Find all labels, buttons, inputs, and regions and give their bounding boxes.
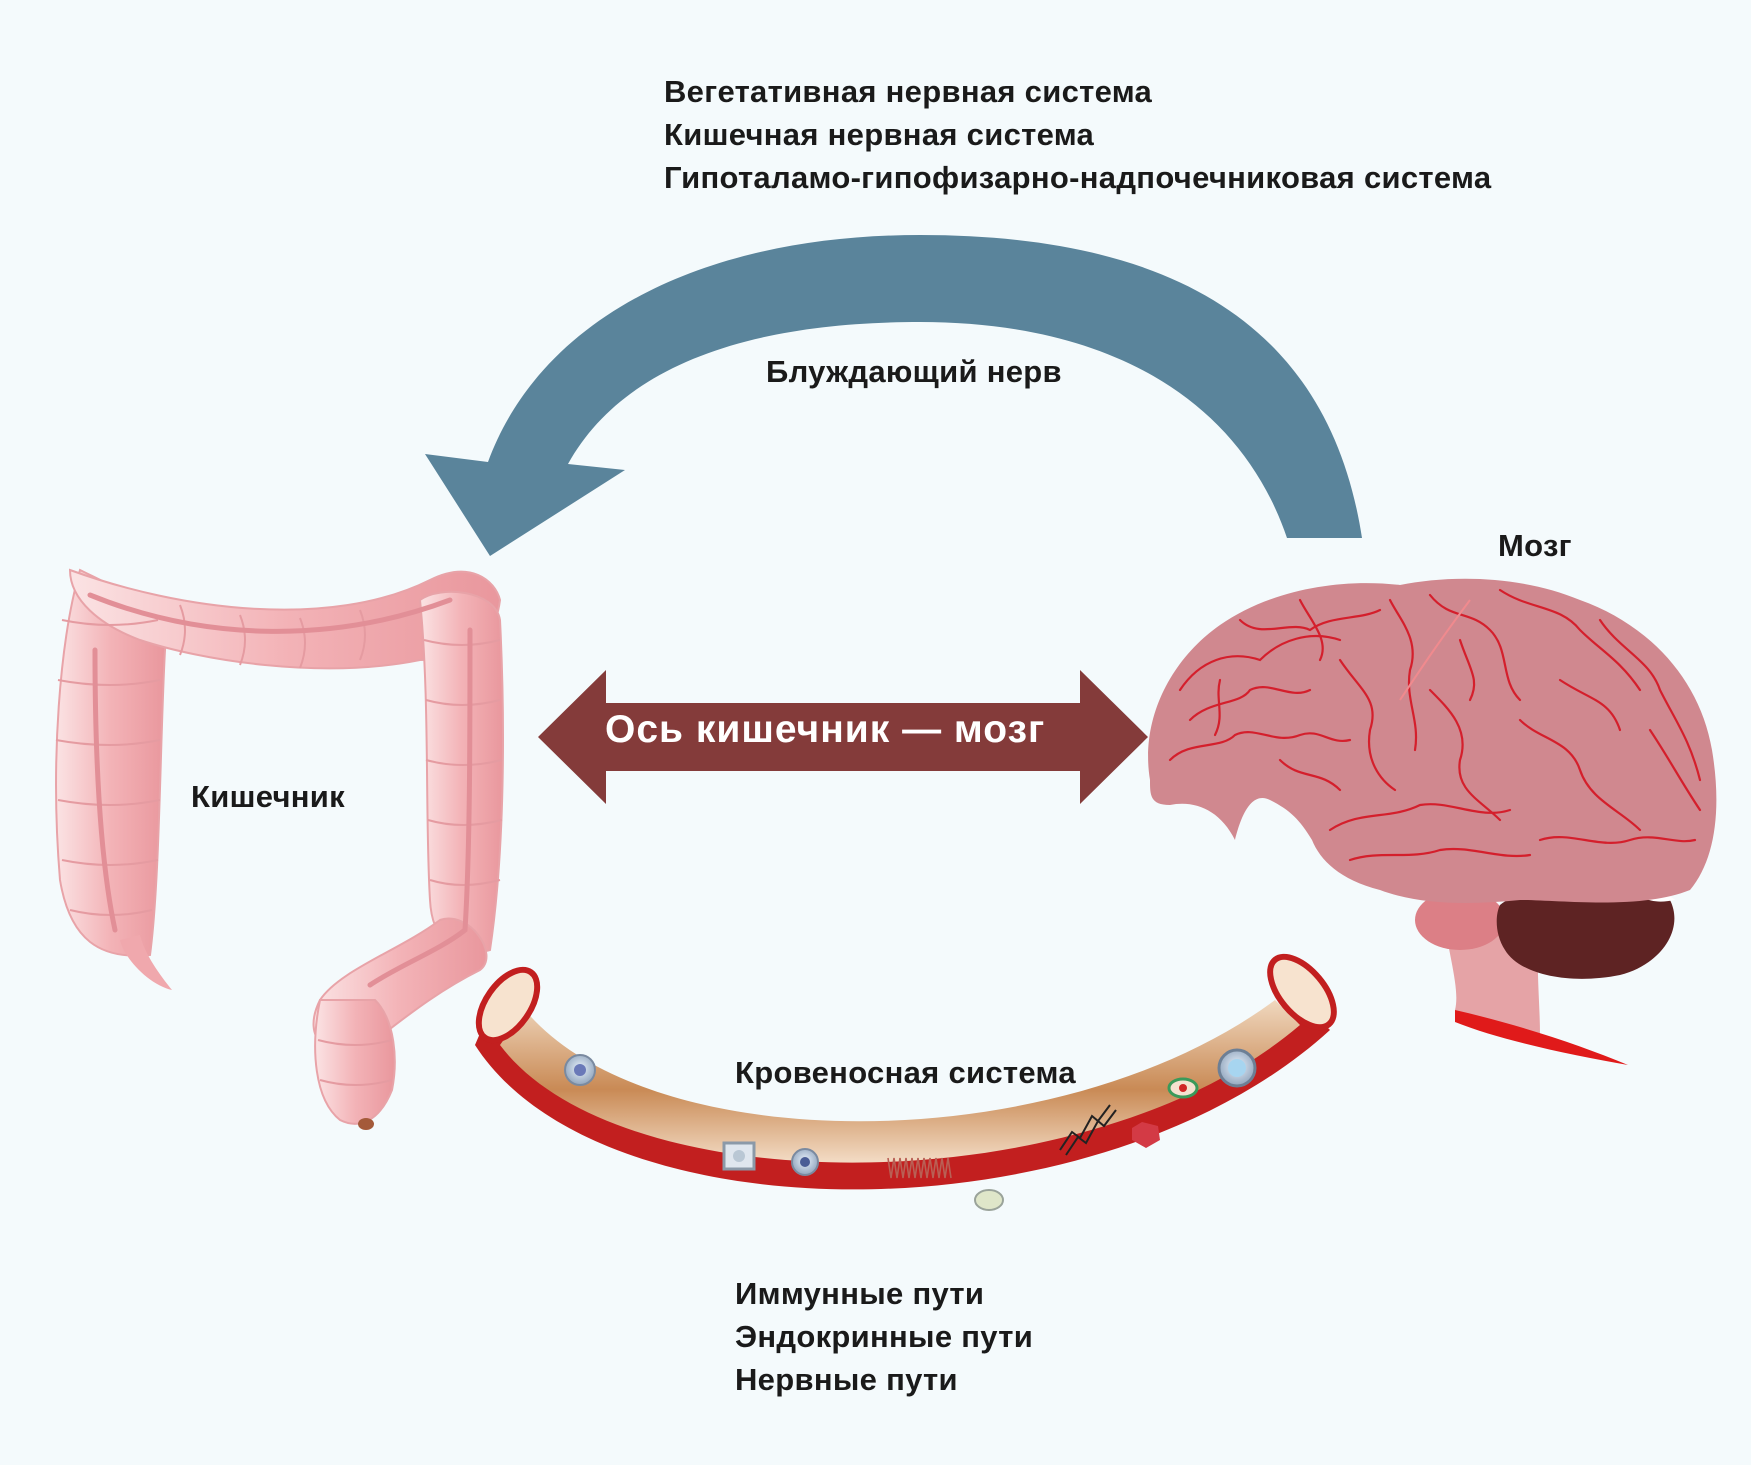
axis-double-arrow: [538, 670, 1148, 804]
pathways-list: Иммунные пути Эндокринные пути Нервные п…: [735, 1278, 1033, 1407]
top-system-item: Гипоталамо-гипофизарно-надпочечниковая с…: [664, 160, 1492, 195]
gut-label: Кишечник: [191, 779, 345, 814]
pathway-item: Эндокринные пути: [735, 1319, 1034, 1354]
top-systems-list: Вегетативная нервная система Кишечная не…: [664, 76, 1491, 205]
brain-illustration: [1148, 578, 1717, 1065]
circulatory-system-label: Кровеносная система: [735, 1055, 1076, 1090]
blood-vessel-illustration: [475, 953, 1337, 1211]
axis-label: Ось кишечник — мозг: [605, 708, 1046, 751]
top-system-item: Вегетативная нервная система: [664, 74, 1153, 109]
intestine-illustration: [55, 568, 504, 1130]
brain-label: Мозг: [1498, 528, 1572, 563]
vagus-nerve-arrow: [425, 235, 1362, 556]
pathway-item: Нервные пути: [735, 1362, 958, 1397]
pathway-item: Иммунные пути: [735, 1276, 985, 1311]
vagus-nerve-label: Блуждающий нерв: [766, 354, 1062, 389]
top-system-item: Кишечная нервная система: [664, 117, 1095, 152]
